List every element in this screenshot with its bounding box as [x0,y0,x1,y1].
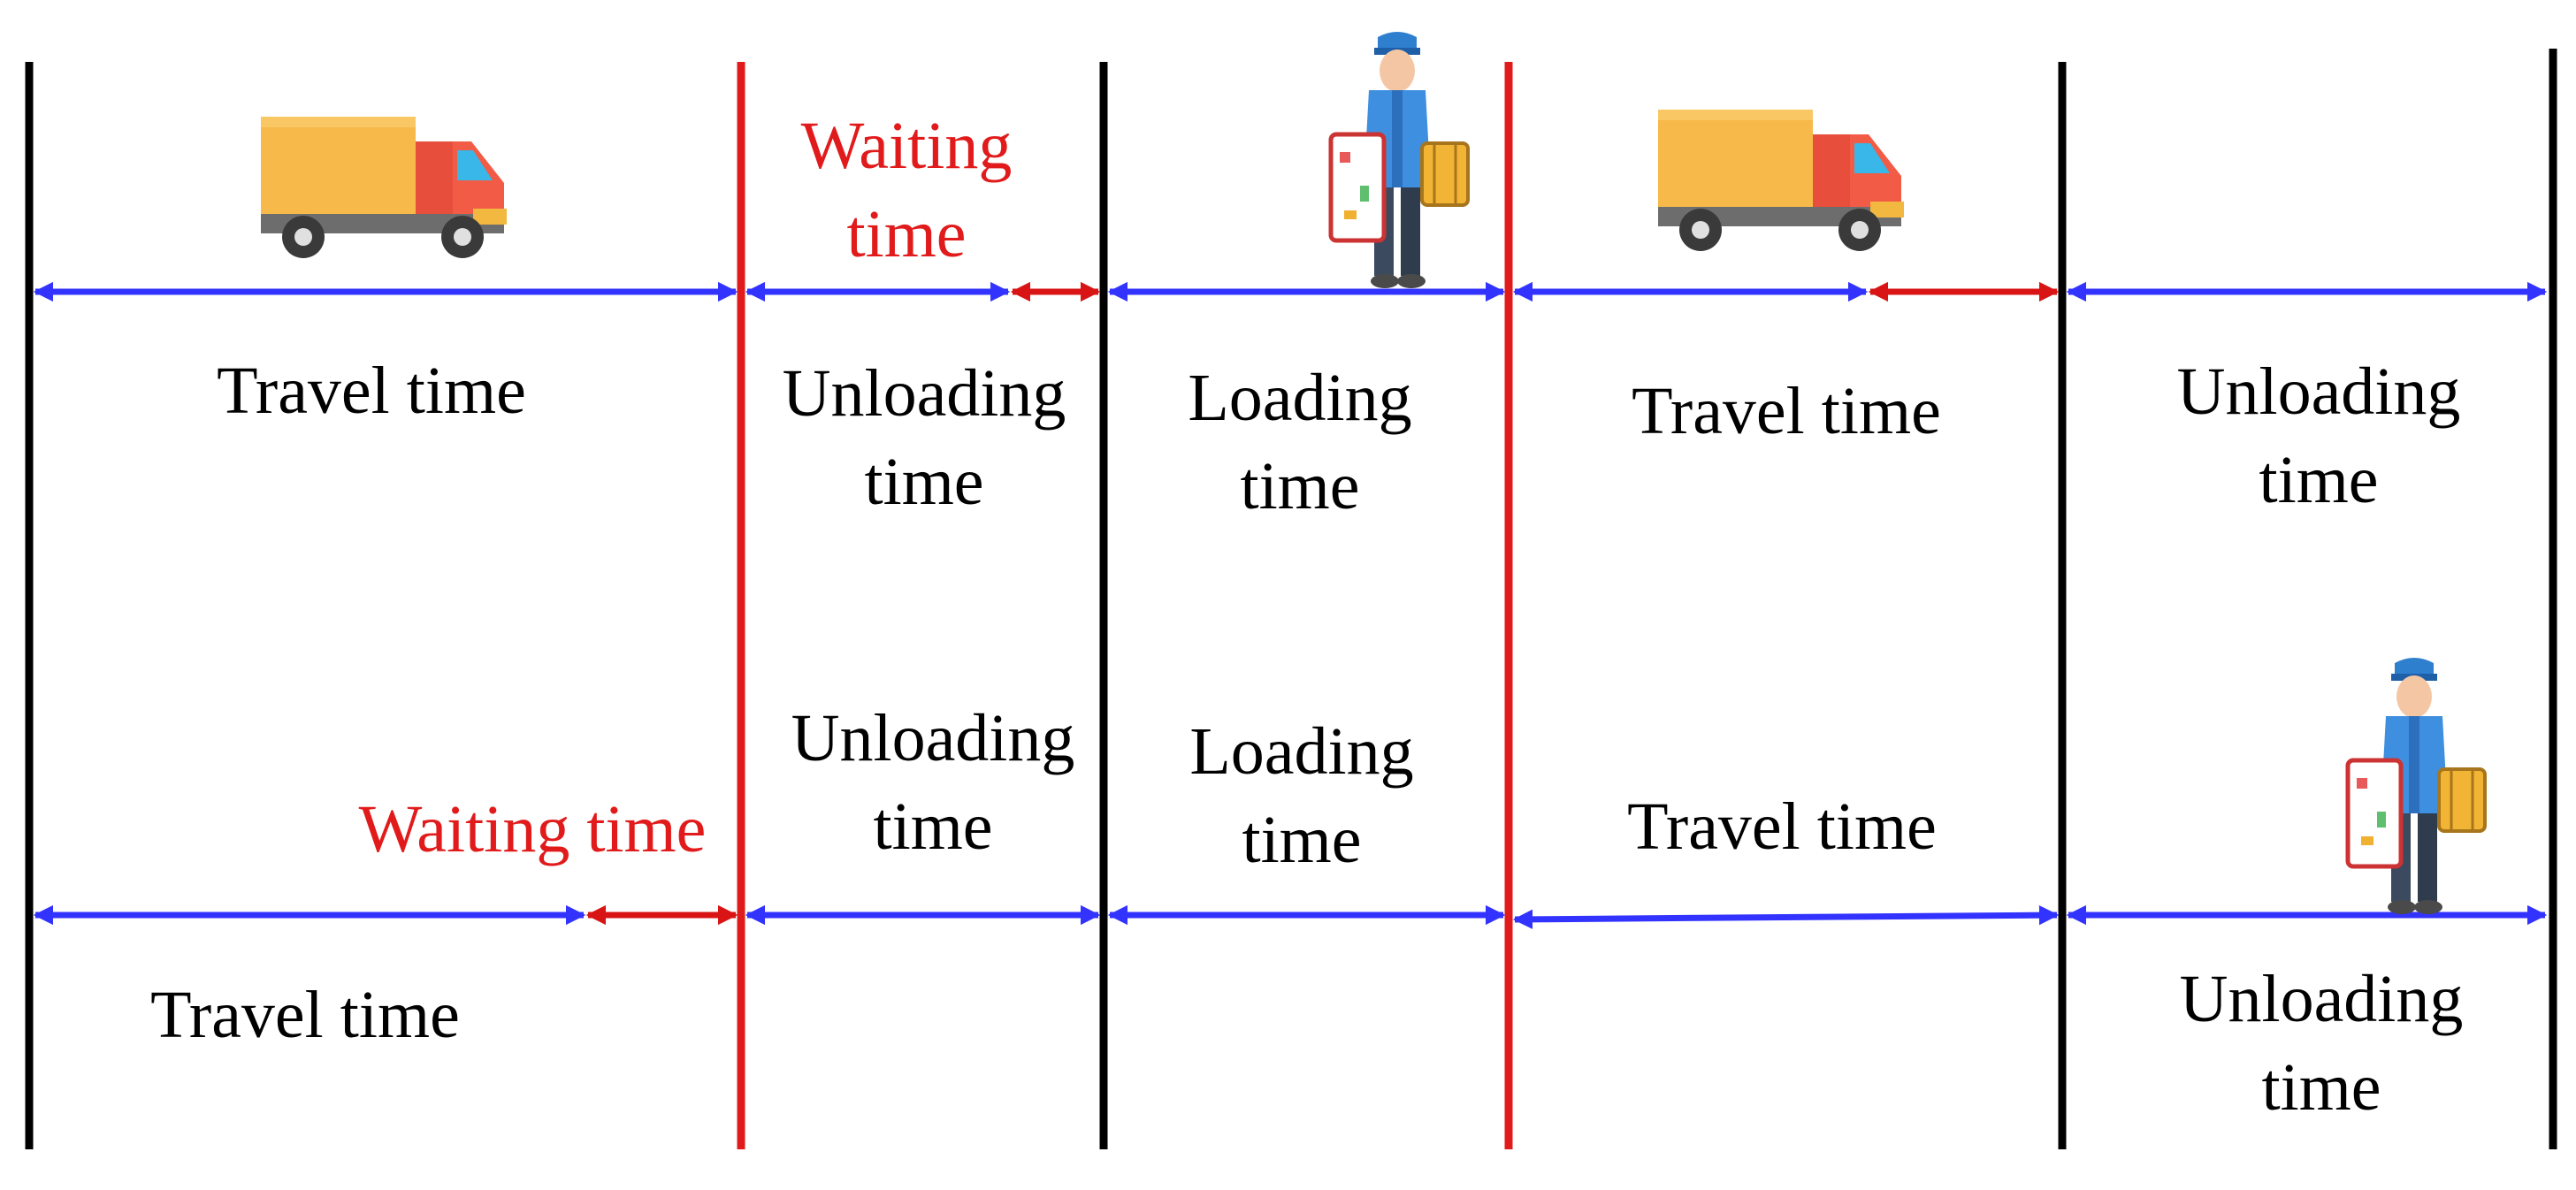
travel-time-label: Travel time [150,978,460,1052]
travel-time-label: Travel time [217,354,526,428]
porter-icon [1331,32,1468,288]
truck-icon [1658,110,1904,251]
porter-icon [2348,658,2485,914]
truck-icon [261,117,507,258]
travel-time-label: Travel time [1632,374,1941,448]
travel-time-label: Travel time [1627,790,1937,864]
waiting-time-label: Waiting time [358,792,707,866]
arrow [1512,904,2060,930]
